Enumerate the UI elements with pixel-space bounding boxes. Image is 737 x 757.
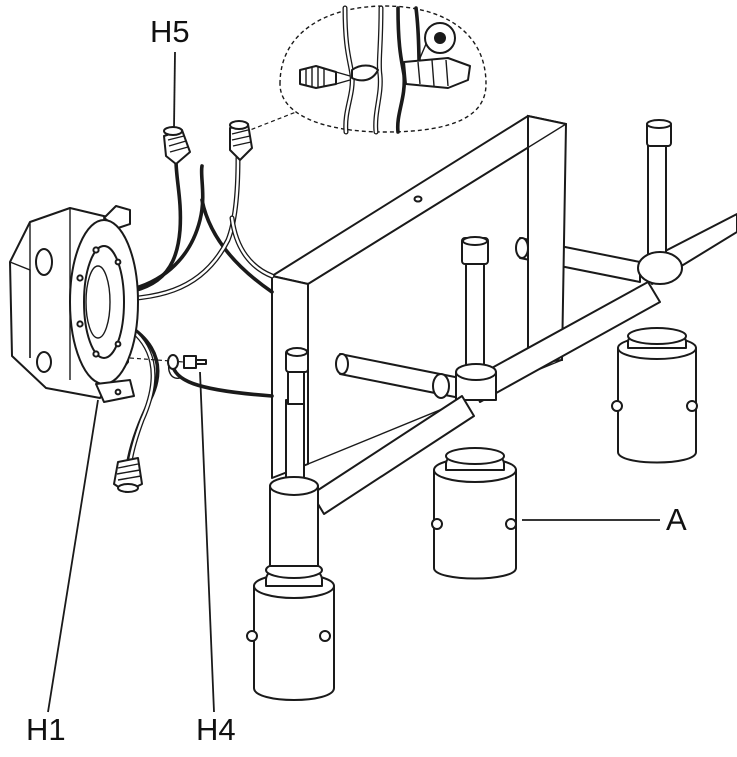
wire-nut-lower — [113, 457, 143, 493]
leader-h4 — [199, 371, 215, 713]
leader-h1 — [47, 399, 99, 713]
front-arm — [246, 347, 475, 701]
label-h4: H4 — [196, 712, 236, 747]
label-h1: H1 — [26, 712, 66, 747]
junction-box — [9, 205, 139, 403]
detail-bubble — [244, 5, 487, 135]
leader-h5 — [173, 51, 176, 129]
middle-arm — [335, 236, 661, 580]
label-a: A — [666, 502, 687, 537]
wire-nut-h5 — [163, 126, 191, 165]
label-h5: H5 — [150, 14, 190, 49]
leader-lines — [47, 51, 660, 713]
ground-screw — [129, 354, 207, 370]
wire-nut-right — [229, 120, 253, 161]
